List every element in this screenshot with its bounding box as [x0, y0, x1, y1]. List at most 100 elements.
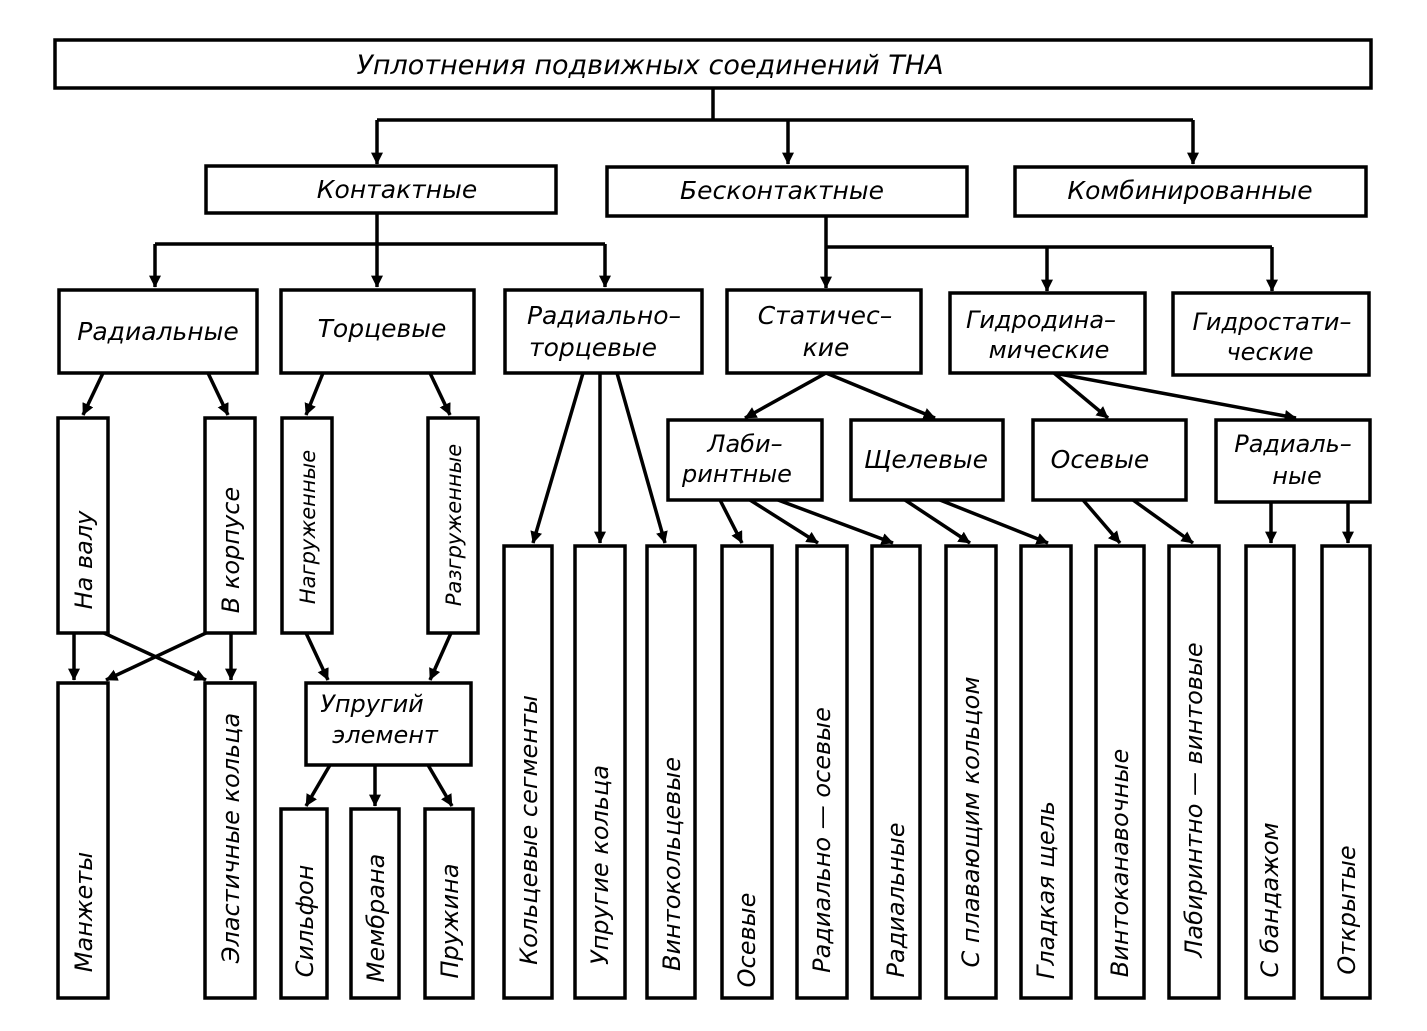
elastic-element-label-1: Упругий — [320, 690, 424, 718]
leaf-slot-smooth — [1019, 544, 1073, 1000]
leaf-spring — [423, 807, 475, 1000]
leaf-lab-radial — [870, 544, 922, 1000]
leaf-screw-ring-label: Винтокольцевые — [658, 757, 686, 971]
leaf-with-shroud — [1244, 544, 1296, 1000]
arrow-housing-cuffs — [105, 631, 207, 682]
elastic-element-box — [304, 681, 473, 767]
arrow-slot-floating — [904, 498, 971, 545]
arrow-hydro-axial — [1052, 371, 1110, 420]
hydrodynamic-box — [948, 291, 1147, 375]
arrow-elastic-spring — [426, 764, 454, 807]
leaf-elastic-rings — [203, 681, 257, 1000]
combined-label: Комбинированные — [1067, 176, 1312, 205]
hydrostatic-label-1: Гидростати– — [1193, 308, 1352, 336]
unloaded-label: Разгруженные — [442, 444, 466, 606]
loaded-label: Нагруженные — [296, 450, 320, 604]
arrow-loaded-elastic — [304, 632, 330, 681]
combined-box — [1013, 165, 1368, 218]
arrow-rf-segments — [530, 372, 585, 544]
elastic-element-label-2: элемент — [332, 721, 439, 749]
leaf-lab-radial-label: Радиальные — [882, 823, 910, 978]
arrow-unloaded-elastic — [428, 632, 453, 681]
face-label: Торцевые — [318, 314, 447, 343]
arrow-to-in-housing — [206, 372, 230, 416]
radial-face-label-1: Радиально– — [527, 301, 681, 330]
leaf-with-shroud-label: С бандажом — [1256, 822, 1284, 977]
arrow-to-loaded — [304, 372, 325, 416]
arrow-slot-smooth — [939, 498, 1049, 545]
face-box — [279, 288, 476, 375]
on-shaft-box — [56, 416, 110, 635]
hydrostatic-label-2: ческие — [1227, 338, 1314, 366]
leaf-elastic-rings-label: Эластичные кольца — [217, 713, 245, 965]
leaf-cuffs — [56, 681, 110, 1000]
arrow-rf-screw-ring — [615, 372, 668, 544]
leaf-lab-axial — [720, 544, 774, 1000]
static-label-1: Статичес– — [758, 301, 893, 330]
static-label-2: кие — [803, 333, 850, 362]
radial-box — [57, 288, 259, 375]
axial-box — [1031, 418, 1188, 502]
arrow-lab-radial — [777, 498, 894, 545]
leaf-spring-rings-label: Упругие кольца — [586, 765, 614, 965]
loaded-box — [280, 416, 334, 635]
boxes — [53, 38, 1373, 1000]
leaf-ring-segments-label: Кольцевые сегменты — [515, 695, 543, 965]
leaf-ring-segments — [502, 544, 554, 1000]
contact-box — [204, 164, 558, 215]
hydro-radial-label-2: ные — [1272, 462, 1321, 490]
leaf-spring-label: Пружина — [436, 863, 464, 978]
radial-label: Радиальные — [77, 317, 238, 346]
arrow-lab-radial-axial — [749, 498, 819, 545]
on-shaft-label: На валу — [70, 510, 98, 610]
labyrinth-box — [666, 418, 824, 502]
root-label: Уплотнения подвижных соединений ТНА — [356, 50, 943, 81]
radial-face-box — [503, 288, 704, 375]
leaf-slot-floating-label: С плавающим кольцом — [957, 677, 985, 968]
unloaded-box — [426, 416, 480, 635]
axial-label: Осевые — [1051, 445, 1150, 474]
radial-face-label-2: торцевые — [529, 333, 657, 362]
leaf-screw-ring — [645, 544, 697, 1000]
slot-label: Щелевые — [864, 445, 988, 474]
labels: Уплотнения подвижных соединений ТНА Конт… — [70, 50, 1361, 987]
noncontact-label: Бесконтактные — [680, 176, 884, 205]
arrow-lab-axial — [718, 499, 744, 544]
arrow-elastic-bellows — [304, 764, 332, 807]
leaf-lab-radial-axial — [795, 544, 849, 1000]
hydrodynamic-label-1: Гидродина– — [966, 306, 1116, 334]
slot-box — [849, 418, 1005, 502]
leaf-open-label: Открытые — [1333, 845, 1361, 974]
leaf-cuffs-label: Манжеты — [70, 852, 98, 972]
hydro-radial-label-1: Радиаль– — [1234, 430, 1352, 458]
labyrinth-label-2: ринтные — [681, 460, 792, 488]
noncontact-box — [605, 165, 969, 218]
arrow-axial-screw-groove — [1081, 498, 1122, 545]
contact-label: Контактные — [317, 175, 477, 204]
leaf-spring-rings — [573, 544, 627, 1000]
leaf-lab-axial-label: Осевые — [733, 893, 761, 988]
static-box — [725, 288, 923, 375]
leaf-slot-floating — [944, 544, 998, 1000]
leaf-lab-screw — [1167, 544, 1221, 1000]
hydrodynamic-label-2: мические — [989, 336, 1110, 364]
in-housing-box — [203, 416, 257, 635]
in-housing-label: В корпусе — [217, 487, 245, 613]
arrow-static-slot — [825, 371, 936, 420]
arrow-to-on-shaft — [81, 372, 105, 416]
leaf-lab-radial-axial-label: Радиально — осевые — [808, 707, 836, 973]
leaf-open — [1320, 544, 1372, 1000]
hydrostatic-box — [1171, 291, 1371, 377]
root-box — [53, 38, 1373, 90]
labyrinth-label-1: Лаби– — [706, 430, 782, 458]
leaf-bellows-label: Сильфон — [291, 865, 319, 978]
arrow-to-unloaded — [428, 372, 452, 416]
leaf-membrane-label: Мембрана — [362, 854, 390, 983]
hydro-radial-box — [1214, 418, 1372, 504]
arrow-static-labyrinth — [744, 371, 827, 420]
leaf-slot-smooth-label: Гладкая щель — [1032, 801, 1060, 979]
leaf-lab-screw-label: Лабиринтно — винтовые — [1180, 642, 1208, 958]
leaf-membrane — [349, 807, 401, 1000]
